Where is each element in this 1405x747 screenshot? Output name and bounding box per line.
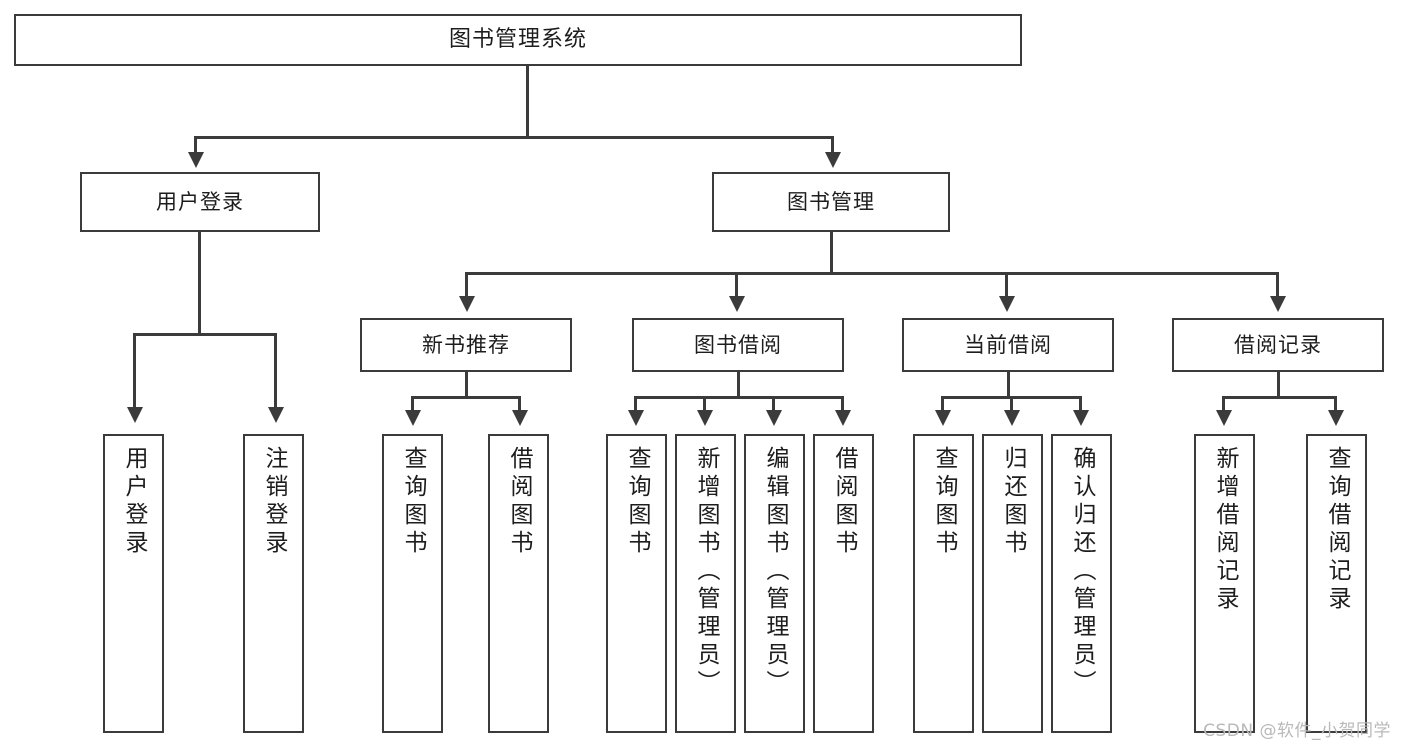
connector-to-user-login	[194, 136, 197, 154]
connector-root-bus	[194, 136, 834, 139]
leaf-recommend-borrow-book[interactable]: 借阅图书	[488, 434, 549, 733]
node-label: 图书管理	[787, 189, 875, 214]
leaf-current-confirm-return-admin[interactable]: 确认归还（管理员）	[1051, 434, 1112, 733]
arrow-icon-current-borrow-leaf-3	[1073, 410, 1089, 426]
connector-book-borrow-leaf-2	[703, 396, 706, 412]
arrow-icon-user-login-leaf-1	[127, 407, 143, 423]
connector-current-borrow-leaf-2	[1010, 396, 1013, 412]
node-label: 新书推荐	[422, 332, 510, 357]
node-new-book-recommend[interactable]: 新书推荐	[360, 318, 572, 372]
connector-current-borrow-leaf-1	[941, 396, 944, 412]
arrow-icon-new-book-leaf-2	[512, 410, 528, 426]
connector-user-login-leaf-1	[133, 333, 136, 409]
connector-borrow-record-leaf-1	[1222, 396, 1225, 412]
arrow-icon-to-current-borrow	[999, 296, 1015, 312]
node-book-management[interactable]: 图书管理	[712, 172, 950, 232]
node-label: 借阅记录	[1234, 332, 1322, 357]
arrow-icon-new-book-leaf-1	[405, 410, 421, 426]
leaf-record-add-borrow-record[interactable]: 新增借阅记录	[1194, 434, 1255, 733]
leaf-record-query-borrow-record[interactable]: 查询借阅记录	[1306, 434, 1367, 733]
node-label: 注销登录	[261, 446, 287, 558]
leaf-current-query-book[interactable]: 查询图书	[913, 434, 974, 733]
connector-current-borrow-stem	[1007, 372, 1010, 398]
node-root-book-management-system[interactable]: 图书管理系统	[14, 14, 1022, 66]
connector-book-borrow-bus	[634, 396, 843, 399]
node-label: 归还图书	[1000, 446, 1026, 558]
connector-user-login-stem	[198, 232, 201, 335]
connector-borrow-record-leaf-2	[1334, 396, 1337, 412]
arrow-icon-book-borrow-leaf-2	[697, 410, 713, 426]
connector-book-management-stem	[830, 232, 833, 274]
leaf-logout[interactable]: 注销登录	[243, 434, 304, 733]
leaf-borrow-borrow-book[interactable]: 借阅图书	[813, 434, 874, 733]
leaf-user-login[interactable]: 用户登录	[103, 434, 164, 733]
connector-book-borrow-leaf-4	[841, 396, 844, 412]
connector-new-book-bus	[411, 396, 521, 399]
node-current-borrow[interactable]: 当前借阅	[902, 318, 1114, 372]
node-label: 查询图书	[624, 446, 650, 558]
arrow-icon-to-book-management	[825, 152, 841, 168]
node-label: 确认归还（管理员）	[1069, 446, 1095, 698]
node-label: 借阅图书	[831, 446, 857, 558]
arrow-icon-book-borrow-leaf-4	[835, 410, 851, 426]
node-user-login[interactable]: 用户登录	[80, 172, 320, 232]
arrow-icon-book-borrow-leaf-3	[766, 410, 782, 426]
arrow-icon-current-borrow-leaf-2	[1004, 410, 1020, 426]
node-label: 新增图书（管理员）	[693, 446, 719, 698]
connector-user-login-bus	[133, 333, 277, 336]
node-book-borrow[interactable]: 图书借阅	[632, 318, 844, 372]
arrow-icon-user-login-leaf-2	[268, 407, 284, 423]
connector-to-new-book-recommend	[465, 272, 468, 298]
leaf-borrow-add-book-admin[interactable]: 新增图书（管理员）	[675, 434, 736, 733]
arrow-icon-to-borrow-record	[1270, 296, 1286, 312]
arrow-icon-to-user-login	[188, 152, 204, 168]
connector-new-book-leaf-1	[411, 396, 414, 412]
arrow-icon-current-borrow-leaf-1	[935, 410, 951, 426]
leaf-recommend-query-book[interactable]: 查询图书	[382, 434, 443, 733]
connector-to-borrow-record	[1276, 272, 1279, 298]
connector-book-borrow-stem	[737, 372, 740, 398]
leaf-borrow-edit-book-admin[interactable]: 编辑图书（管理员）	[744, 434, 805, 733]
connector-root-stem	[526, 66, 529, 138]
connector-current-borrow-leaf-3	[1079, 396, 1082, 412]
arrow-icon-borrow-record-leaf-2	[1328, 410, 1344, 426]
node-label: 借阅图书	[506, 446, 532, 558]
connector-user-login-leaf-2	[274, 333, 277, 409]
node-label: 用户登录	[156, 189, 244, 214]
connector-book-borrow-leaf-3	[772, 396, 775, 412]
arrow-icon-borrow-record-leaf-1	[1216, 410, 1232, 426]
connector-to-book-management	[831, 136, 834, 154]
connector-borrow-record-bus	[1222, 396, 1337, 399]
leaf-current-return-book[interactable]: 归还图书	[982, 434, 1043, 733]
connector-borrow-record-stem	[1277, 372, 1280, 398]
connector-new-book-stem	[465, 372, 468, 398]
node-label: 图书借阅	[694, 332, 782, 357]
leaf-borrow-query-book[interactable]: 查询图书	[606, 434, 667, 733]
arrow-icon-to-new-book-recommend	[459, 296, 475, 312]
node-borrow-record[interactable]: 借阅记录	[1172, 318, 1384, 372]
connector-new-book-leaf-2	[518, 396, 521, 412]
node-label: 新增借阅记录	[1212, 446, 1238, 614]
node-label: 查询借阅记录	[1324, 446, 1350, 614]
connector-to-current-borrow	[1005, 272, 1008, 298]
arrow-icon-to-book-borrow	[729, 296, 745, 312]
connector-book-borrow-leaf-1	[634, 396, 637, 412]
node-label: 查询图书	[400, 446, 426, 558]
csdn-watermark: CSDN @软件_小贺同学	[1203, 721, 1391, 741]
node-label: 当前借阅	[964, 332, 1052, 357]
connector-book-management-bus	[465, 272, 1277, 275]
node-label: 用户登录	[121, 446, 147, 558]
connector-to-book-borrow	[735, 272, 738, 298]
arrow-icon-book-borrow-leaf-1	[628, 410, 644, 426]
node-label: 编辑图书（管理员）	[762, 446, 788, 698]
node-label: 查询图书	[931, 446, 957, 558]
node-label: 图书管理系统	[448, 27, 587, 53]
